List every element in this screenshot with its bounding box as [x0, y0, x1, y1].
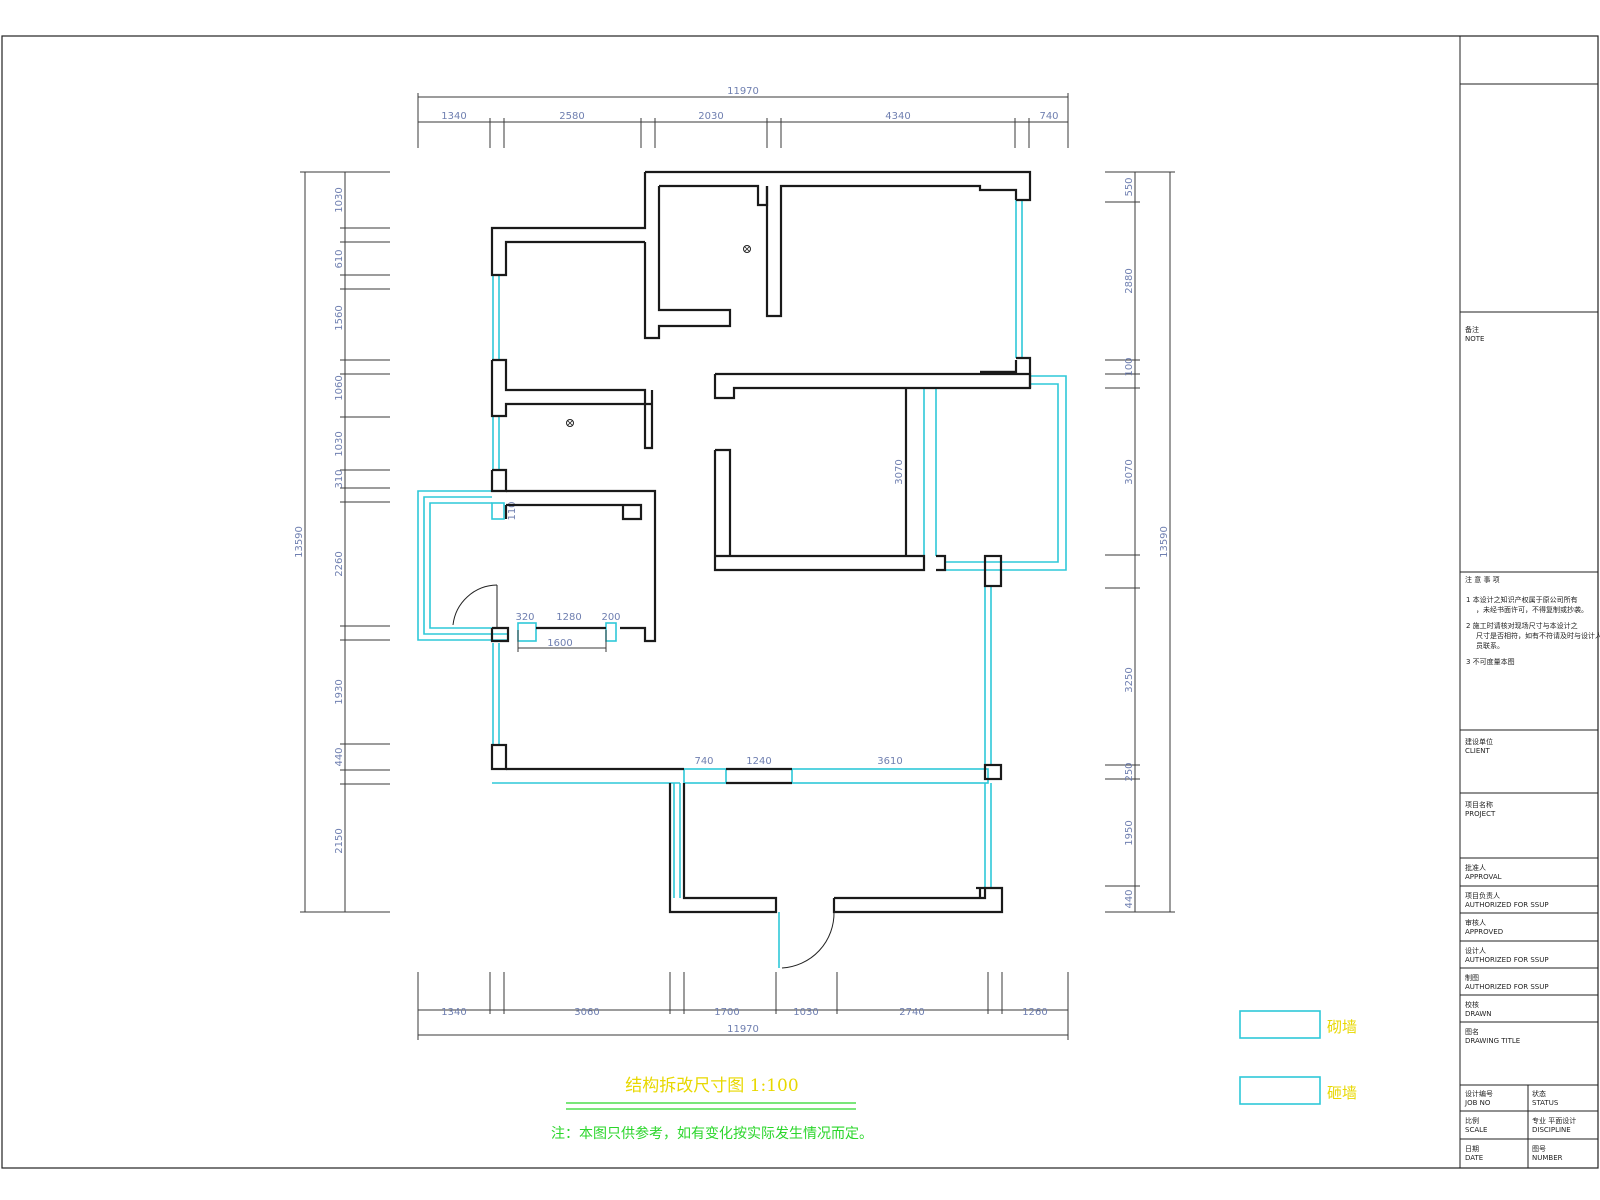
dim-left: 610 [334, 249, 345, 268]
dim-right: 440 [1124, 889, 1135, 908]
dim-right: 2880 [1124, 268, 1135, 293]
dimension-labels: 11970 1340 2580 2030 4340 740 11970 1340 3060 170… [294, 86, 1170, 1035]
dim-bottom: 1340 [441, 1007, 466, 1018]
dim-bottom: 1030 [793, 1007, 818, 1018]
attention-item: 尺寸是否相符，如有不符请及时与设计人 [1476, 631, 1600, 640]
dim-inner: 320 [515, 612, 534, 623]
dim-left-total: 13590 [294, 526, 305, 558]
drawing-title: 结构拆改尺寸图 1:100 [625, 1076, 798, 1096]
legend-label-build-wall: 砌墙 [1327, 1018, 1357, 1036]
dim-left: 1060 [334, 375, 345, 400]
ceiling-light-icon [566, 419, 574, 427]
dim-right-total: 13590 [1159, 526, 1170, 558]
dim-inner: 1280 [556, 612, 581, 623]
dim-inner: 200 [601, 612, 620, 623]
dim-top: 4340 [885, 111, 910, 122]
dim-top: 2580 [559, 111, 584, 122]
dim-inner: 110 [507, 501, 518, 520]
legend-label-demolish-wall: 砸墙 [1327, 1084, 1357, 1102]
dim-top-total: 11970 [727, 86, 759, 97]
dim-left: 1030 [334, 431, 345, 456]
doors [452, 584, 835, 969]
dim-left: 1030 [334, 187, 345, 212]
inner-dimension-1600 [517, 630, 607, 652]
dim-bottom: 2740 [899, 1007, 924, 1018]
drawing-note: 注：本图只供参考，如有变化按实际发生情况而定。 [551, 1125, 873, 1142]
attention-title: 注 意 事 项 [1465, 575, 1500, 584]
dim-bottom: 3060 [574, 1007, 599, 1018]
new-wall-lines [417, 200, 1067, 968]
legend-swatch-build-wall [1239, 1010, 1321, 1039]
dim-bottom: 1700 [714, 1007, 739, 1018]
dim-top: 1340 [441, 111, 466, 122]
legend-swatch-demolish-wall [1239, 1076, 1321, 1105]
attention-item: 1 本设计之知识产权属于原公司所有 [1466, 595, 1578, 604]
dim-left: 2260 [334, 551, 345, 576]
dim-inner: 740 [694, 756, 713, 767]
attention-items: 1 本设计之知识产权属于原公司所有，未经书面许可，不得复制或抄袭。 2 施工时请核… [1466, 595, 1600, 666]
attention-item: 3 不可度量本图 [1466, 657, 1515, 666]
dim-right: 1950 [1124, 820, 1135, 845]
dim-left: 310 [334, 469, 345, 488]
legend: 砌墙 砸墙 [1239, 1010, 1357, 1105]
dim-right: 550 [1124, 177, 1135, 196]
dim-bottom: 1260 [1022, 1007, 1047, 1018]
walls [490, 170, 1032, 914]
attention-item: ，未经书面许可，不得复制或抄袭。 [1476, 605, 1588, 614]
ceiling-light-icon [743, 245, 751, 253]
dim-inner: 3070 [894, 459, 905, 484]
dim-left: 440 [334, 747, 345, 766]
dim-left: 1930 [334, 679, 345, 704]
dim-left: 1560 [334, 305, 345, 330]
dim-left: 2150 [334, 828, 345, 853]
dim-inner: 3610 [877, 756, 902, 767]
dim-inner: 1600 [547, 638, 572, 649]
dim-right: 250 [1124, 762, 1135, 781]
dim-right: 3070 [1124, 459, 1135, 484]
attention-item: 2 施工时请核对现场尺寸与本设计之 [1466, 621, 1578, 630]
dim-bottom-total: 11970 [727, 1024, 759, 1035]
dim-right: 3250 [1124, 667, 1135, 692]
sheet-border [1, 35, 1599, 1169]
dim-top: 740 [1039, 111, 1058, 122]
dim-inner: 1240 [746, 756, 771, 767]
attention-item: 员联系。 [1476, 641, 1504, 650]
dim-top: 2030 [698, 111, 723, 122]
dim-right: 100 [1124, 357, 1135, 376]
dimension-lines [300, 93, 1175, 1040]
